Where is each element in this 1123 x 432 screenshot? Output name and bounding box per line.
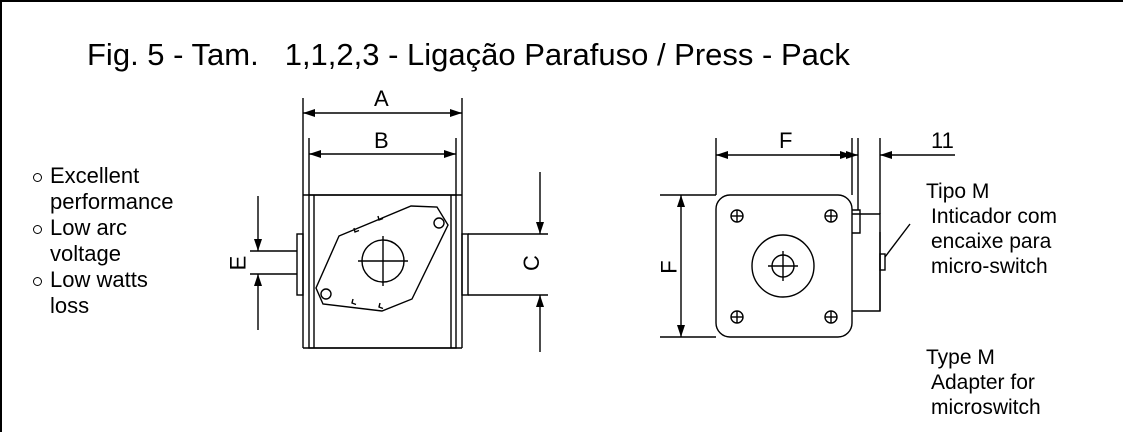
feature-line: Low arc bbox=[50, 215, 128, 240]
plate-hole-left bbox=[320, 288, 332, 300]
plate-hole-right bbox=[433, 217, 445, 229]
note-line: Adapter for bbox=[931, 371, 1035, 394]
adapter-leader bbox=[884, 223, 911, 258]
dim-label-b: B bbox=[374, 128, 389, 153]
note-line: encaixe para bbox=[931, 230, 1052, 253]
dim-label-a: A bbox=[374, 86, 389, 111]
right-terminal bbox=[461, 233, 469, 296]
adapter-clip bbox=[852, 209, 861, 234]
indicator-plate bbox=[315, 205, 449, 312]
dim-label-f-top: F bbox=[779, 128, 793, 153]
figure-title: Fig. 5 - Tam. 1,1,2,3 - Ligação Parafuso … bbox=[87, 37, 850, 73]
plate-notch bbox=[378, 302, 384, 310]
left-terminal bbox=[296, 233, 304, 296]
screw-crosses bbox=[731, 210, 837, 323]
feature-line: performance bbox=[50, 189, 174, 214]
adapter-body bbox=[852, 213, 881, 312]
feature-item: Low watts loss bbox=[30, 267, 174, 319]
figure-title-description: 1,1,2,3 - Ligação Parafuso / Press - Pac… bbox=[284, 37, 850, 72]
feature-item: Excellent performance bbox=[30, 163, 174, 215]
dim-label-11: 11 bbox=[931, 128, 954, 153]
adapter-pin bbox=[879, 253, 886, 271]
side-contact-outer bbox=[751, 234, 815, 298]
bullet-icon bbox=[33, 173, 42, 182]
figure-title-number: Fig. 5 - Tam. bbox=[87, 37, 259, 72]
note-english: Type M Adapter for microswitch bbox=[926, 345, 1041, 420]
front-view bbox=[250, 98, 548, 352]
note-line: microswitch bbox=[931, 396, 1041, 419]
note-line: micro-switch bbox=[931, 255, 1048, 278]
bullet-icon bbox=[33, 225, 42, 234]
plate-notch bbox=[351, 298, 357, 306]
plate-notch bbox=[377, 215, 384, 221]
feature-line: voltage bbox=[50, 241, 121, 266]
note-line: Tipo M bbox=[926, 180, 990, 203]
dim-label-e: E bbox=[225, 255, 251, 271]
feature-line: Low watts bbox=[50, 267, 148, 292]
feature-line: Excellent bbox=[50, 163, 140, 188]
dim-label-f-side: F bbox=[656, 260, 682, 274]
plate-notch bbox=[353, 227, 360, 233]
side-view bbox=[660, 138, 955, 338]
bullet-icon bbox=[33, 277, 42, 286]
dim-label-c: C bbox=[518, 255, 544, 271]
feature-item: Low arc voltage bbox=[30, 215, 174, 267]
feature-line: loss bbox=[50, 293, 90, 318]
feature-list: Excellent performance Low arc voltage Lo… bbox=[30, 163, 174, 319]
note-line: Type M bbox=[926, 346, 995, 369]
note-portuguese: Tipo M Inticador com encaixe para micro-… bbox=[926, 179, 1057, 279]
note-line: Inticador com bbox=[931, 205, 1058, 228]
